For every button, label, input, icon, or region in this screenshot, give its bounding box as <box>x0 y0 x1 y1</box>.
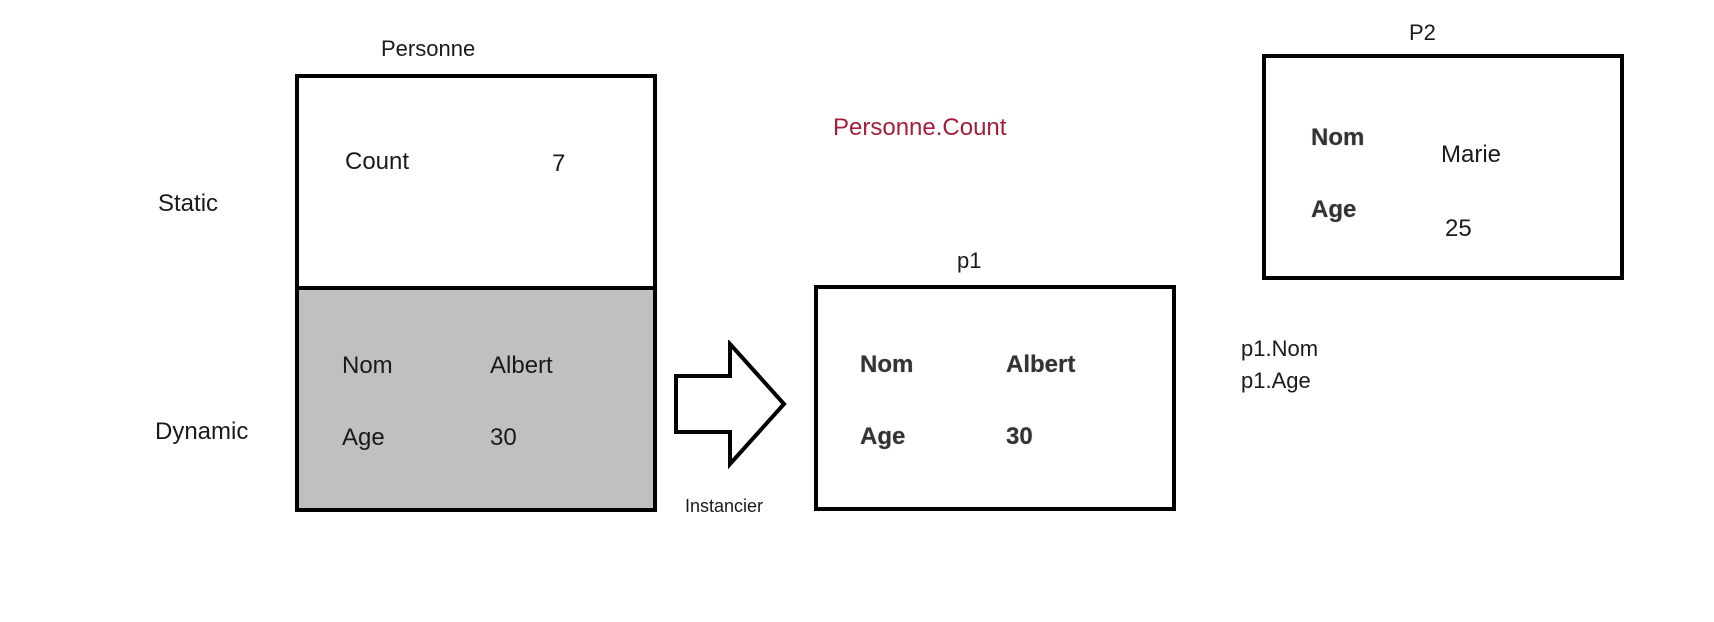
arrow-label: Instancier <box>685 496 764 516</box>
instance-field-value: 25 <box>1445 215 1472 242</box>
instance-p2-box: Nom Marie Age 25 <box>1262 54 1624 280</box>
dynamic-field-name: Age <box>342 424 385 451</box>
instance-field-name: Age <box>860 423 906 450</box>
member-reference: p1.Age <box>1241 368 1311 393</box>
static-field-name: Count <box>345 148 410 175</box>
class-dynamic-section: Nom Albert Age 30 <box>295 286 657 512</box>
instance-field-name: Nom <box>1311 124 1365 151</box>
instance-p1-box: Nom Albert Age 30 <box>814 285 1176 511</box>
dynamic-field-value: 30 <box>490 424 517 451</box>
dynamic-section-label: Dynamic <box>155 418 249 445</box>
static-field-value: 7 <box>552 150 566 177</box>
dynamic-field-value: Albert <box>490 352 553 379</box>
static-reference-text: Personne.Count <box>833 114 1007 141</box>
class-static-section: Count 7 <box>295 74 657 290</box>
dynamic-field-name: Nom <box>342 352 393 379</box>
instance-p1-title: p1 <box>957 248 982 273</box>
instance-field-value: Albert <box>1006 351 1076 378</box>
instance-field-name: Age <box>1311 196 1357 223</box>
instance-field-value: 30 <box>1006 423 1033 450</box>
instantiate-arrow-icon <box>674 340 787 470</box>
static-section-label: Static <box>158 190 219 217</box>
member-reference: p1.Nom <box>1241 336 1319 361</box>
class-title: Personne <box>381 36 476 61</box>
instance-p2-title: P2 <box>1409 20 1436 45</box>
instance-field-name: Nom <box>860 351 914 378</box>
instance-field-value: Marie <box>1441 141 1502 168</box>
